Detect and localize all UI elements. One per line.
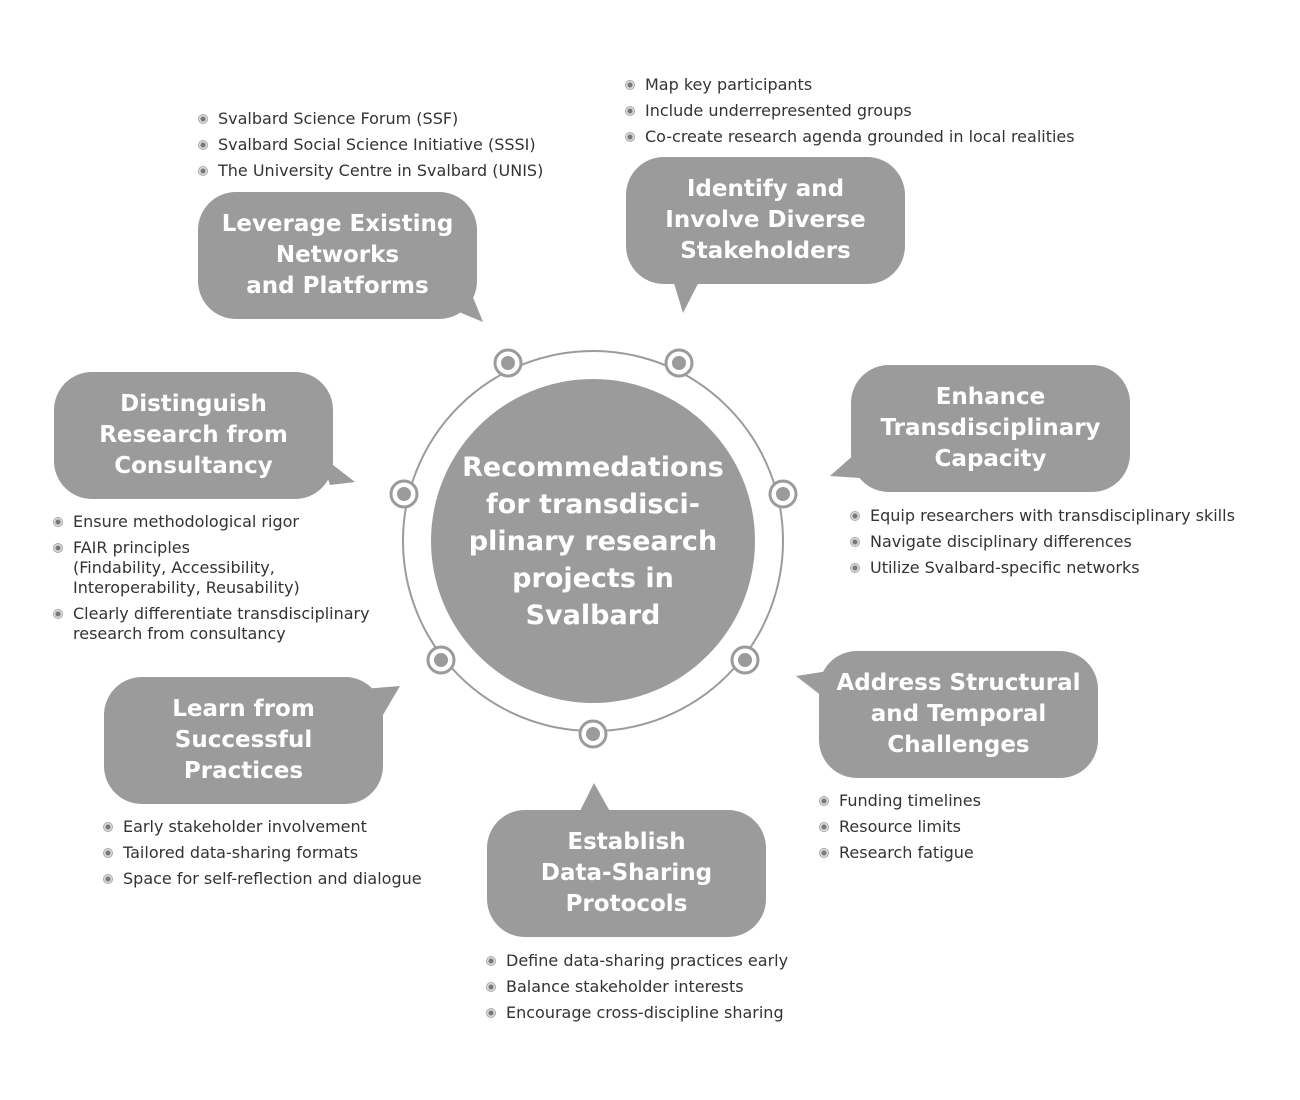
list-item: Funding timelines: [817, 791, 981, 811]
bubble-learn-practices: Learn from Successful Practices: [104, 677, 383, 804]
bullet-icon: [850, 511, 860, 521]
bubble-leverage-networks: Leverage Existing Networks and Platforms: [198, 192, 477, 319]
bullet-icon: [625, 106, 635, 116]
list-item: Define data-sharing practices early: [484, 951, 788, 971]
bubble-identify-stakeholders: Identify and Involve Diverse Stakeholder…: [626, 157, 905, 284]
list-item: Map key participants: [623, 75, 1075, 95]
bullet-icon: [103, 874, 113, 884]
bullet-icon: [486, 956, 496, 966]
bullet-icon: [198, 166, 208, 176]
bullet-icon: [625, 80, 635, 90]
list-distinguish-research: Ensure methodological rigor FAIR princip…: [51, 512, 370, 650]
bubble-title: Learn from Successful Practices: [172, 696, 315, 784]
bullet-icon: [625, 132, 635, 142]
bullet-icon: [198, 140, 208, 150]
bubble-distinguish-research: Distinguish Research from Consultancy: [54, 372, 333, 499]
tail-establish: [578, 783, 612, 815]
ring-node: [730, 645, 760, 675]
bullet-icon: [819, 848, 829, 858]
ring-node: [578, 719, 608, 749]
list-item: Include underrepresented groups: [623, 101, 1075, 121]
list-item: Resource limits: [817, 817, 981, 837]
bullet-icon: [103, 848, 113, 858]
bubble-title: Enhance Transdisciplinary Capacity: [880, 384, 1101, 472]
list-item: Equip researchers with transdisciplinary…: [848, 506, 1235, 526]
list-establish-protocols: Define data-sharing practices early Bala…: [484, 951, 788, 1029]
list-item: Research fatigue: [817, 843, 981, 863]
bubble-address-challenges: Address Structural and Temporal Challeng…: [819, 651, 1098, 778]
list-item: Space for self-reflection and dialogue: [101, 869, 422, 889]
list-item: Ensure methodological rigor: [51, 512, 370, 532]
list-item: Svalbard Science Forum (SSF): [196, 109, 543, 129]
bubble-title: Address Structural and Temporal Challeng…: [836, 670, 1081, 758]
bullet-icon: [53, 543, 63, 553]
bubble-enhance-capacity: Enhance Transdisciplinary Capacity: [851, 365, 1130, 492]
list-item: Co-create research agenda grounded in lo…: [623, 127, 1075, 147]
bullet-icon: [103, 822, 113, 832]
bullet-icon: [486, 982, 496, 992]
list-learn-practices: Early stakeholder involvement Tailored d…: [101, 817, 422, 895]
bubble-establish-protocols: Establish Data-Sharing Protocols: [487, 810, 766, 937]
ring-node: [389, 479, 419, 509]
bullet-icon: [819, 822, 829, 832]
list-item: Navigate disciplinary differences: [848, 532, 1235, 552]
list-leverage-networks: Svalbard Science Forum (SSF) Svalbard So…: [196, 109, 543, 187]
ring-node: [664, 348, 694, 378]
bullet-icon: [850, 537, 860, 547]
list-enhance-capacity: Equip researchers with transdisciplinary…: [848, 506, 1235, 584]
bullet-icon: [53, 609, 63, 619]
ring-node: [768, 479, 798, 509]
list-item: Encourage cross-discipline sharing: [484, 1003, 788, 1023]
bubble-title: Distinguish Research from Consultancy: [99, 391, 288, 479]
ring-node: [493, 348, 523, 378]
list-item: FAIR principles (Findability, Accessibil…: [51, 538, 370, 598]
bubble-title: Identify and Involve Diverse Stakeholder…: [665, 176, 866, 264]
bullet-icon: [819, 796, 829, 806]
list-item: Utilize Svalbard-specific networks: [848, 558, 1235, 578]
list-item: Tailored data-sharing formats: [101, 843, 422, 863]
list-item: The University Centre in Svalbard (UNIS): [196, 161, 543, 181]
list-identify-stakeholders: Map key participants Include underrepres…: [623, 75, 1075, 153]
central-topic: Recommedations for transdisci- plinary r…: [431, 379, 755, 703]
bullet-icon: [198, 114, 208, 124]
bullet-icon: [850, 563, 860, 573]
bubble-title: Leverage Existing Networks and Platforms: [221, 211, 454, 299]
central-topic-text: Recommedations for transdisci- plinary r…: [462, 451, 724, 631]
ring-node: [426, 645, 456, 675]
list-item: Early stakeholder involvement: [101, 817, 422, 837]
list-address-challenges: Funding timelines Resource limits Resear…: [817, 791, 981, 869]
list-item: Balance stakeholder interests: [484, 977, 788, 997]
list-item: Svalbard Social Science Initiative (SSSI…: [196, 135, 543, 155]
list-item: Clearly differentiate transdisciplinary …: [51, 604, 370, 644]
bubble-title: Establish Data-Sharing Protocols: [540, 829, 713, 917]
bullet-icon: [486, 1008, 496, 1018]
bullet-icon: [53, 517, 63, 527]
ring-nodes: [389, 348, 798, 749]
